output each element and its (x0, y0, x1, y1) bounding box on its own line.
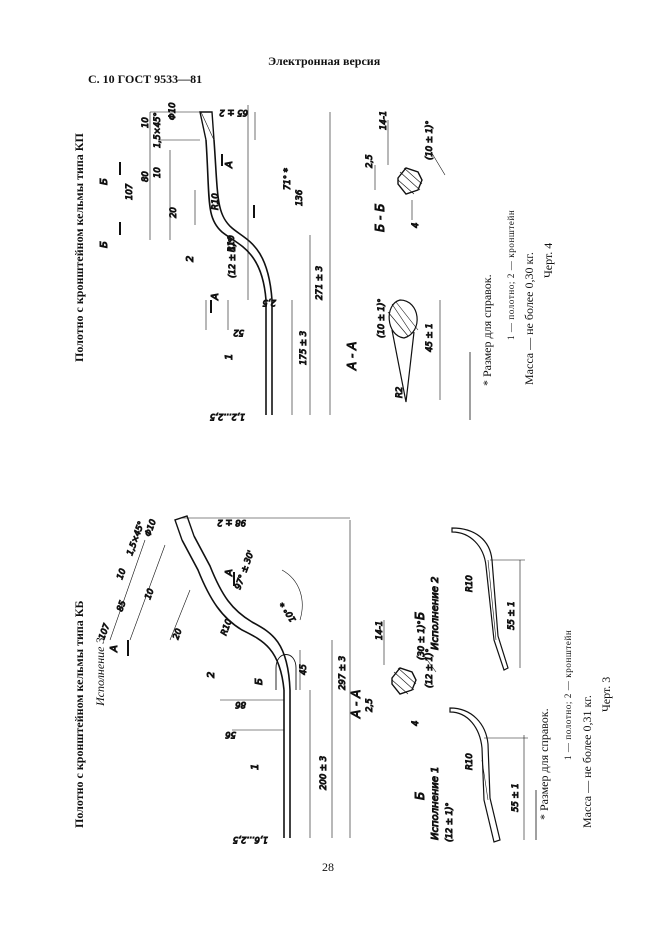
d4-view-b2: Б (99, 241, 110, 248)
d3-section-aa-label: А - А (349, 690, 363, 719)
d4-dim-10-angle: (10 ± 1)° (377, 298, 387, 338)
d3-dim-4: 4 (411, 721, 421, 726)
d4-dim-20: 20 (169, 207, 179, 218)
d4-dim-r2: R2 (395, 387, 405, 398)
d3-variant-2: Исполнение 2 (430, 577, 441, 650)
d3-dim-20: 20 (171, 627, 184, 641)
d4-view-a1: А (224, 161, 235, 169)
d3-dim-10b: 10 (143, 587, 156, 601)
d4-dim-65: 65 ± 2 (219, 107, 248, 117)
d3-dim-55b: 55 ± 1 (511, 783, 521, 812)
d3-view-b: Б (254, 678, 265, 685)
d3-part-1: 1 (250, 764, 261, 770)
d3-dim-r10c: R10 (465, 753, 475, 770)
d3-view-a: А (109, 645, 120, 653)
d4-dim-80: 80 (141, 171, 151, 182)
d3-dim-297: 297 ± 3 (338, 656, 348, 690)
d3-dim-10a: 10 (115, 567, 128, 581)
d4-part-1: 1 (224, 354, 235, 360)
d3-dim-14: 14-1 (375, 621, 385, 640)
d4-dim-r10b: R10 (227, 235, 237, 252)
drawing4-section-aa (387, 299, 441, 403)
d3-dim-2-5: 2,5 (365, 698, 375, 712)
drawing3-variant2 (451, 527, 525, 671)
d4-dim-4: 4 (411, 223, 421, 228)
d3-dim-56: 56 (225, 729, 236, 739)
d4-dim-271: 271 ± 3 (315, 266, 325, 300)
d3-dim-12a: (12 ± 1)° (425, 648, 435, 688)
d4-dim-phi10: Φ10 (168, 102, 178, 120)
d4-section-bb-label: Б - Б (373, 204, 387, 232)
d3-dim-97: 97° ± 30' (233, 549, 256, 591)
d4-dim-175: 175 ± 3 (299, 331, 309, 365)
d4-section-aa-label: А - А (345, 342, 359, 371)
d4-dim-2-5: 2,5 (262, 297, 276, 307)
d3-dim-r10b: R10 (465, 575, 475, 592)
d4-dim-10b: 10 (153, 167, 163, 178)
d4-dim-1-5x45: 1,5×45° (153, 112, 163, 148)
d4-dim-52: 52 (233, 327, 244, 337)
d3-variant-1: Исполнение 1 (430, 767, 441, 840)
electronic-version-label: Электронная версия (268, 54, 381, 68)
d3-dim-30: (30 ± 1)° (417, 620, 427, 660)
d3-dim-45: 45 (299, 664, 309, 675)
d3-dim-107: 107 (97, 622, 112, 641)
d4-dim-71: 71° * (283, 168, 293, 190)
d3-dim-10-angle: 10° * (279, 599, 299, 623)
d3-dim-1-5x45: 1,5×45° (125, 520, 147, 557)
d4-view-a2: А (210, 293, 221, 301)
d3-part-2: 2 (206, 672, 217, 678)
d4-dim-14: 14-1 (379, 111, 389, 130)
d4-dim-45: 45 ± 1 (425, 323, 435, 352)
d3-view-a2: А (224, 569, 235, 577)
d4-view-b1: Б (99, 178, 110, 185)
d4-part-2: 2 (185, 256, 196, 262)
drawing3-main-view (109, 515, 351, 838)
d3-dim-200: 200 ± 3 (319, 756, 329, 790)
drawing3-variant1 (449, 707, 528, 843)
d3-dim-98: 98 ± 2 (217, 517, 246, 527)
d3-section-b2-label: Б (413, 612, 427, 620)
d3-dim-55a: 55 ± 1 (507, 601, 517, 630)
drawing4-section-bb (374, 120, 446, 220)
d3-dim-phi10: Φ10 (143, 518, 158, 538)
d4-dim-r10a: R10 (211, 193, 221, 210)
drawing3-section-aa (383, 620, 437, 695)
d3-dim-r10: R10 (219, 618, 234, 637)
d4-dim-10a: 10 (141, 117, 151, 128)
d4-dim-1-2-2-5: 1,2...2,5 (210, 411, 245, 421)
page-reference: С. 10 ГОСТ 9533—81 (88, 72, 203, 86)
d3-dim-85: 85 (115, 599, 128, 613)
page-number: 28 (322, 860, 334, 874)
d3-dim-1-6: 1,6...2,5 (233, 834, 268, 844)
d4-dim-2-5b: 2,5 (365, 154, 375, 168)
d4-dim-107: 107 (125, 183, 135, 200)
d3-section-b1-label: Б (413, 792, 427, 800)
d4-dim-10b-angle: (10 ± 1)° (425, 120, 435, 160)
d4-dim-136: 136 (295, 189, 305, 206)
d3-dim-12b: (12 ± 1)° (445, 802, 455, 842)
d3-dim-86: 86 (235, 699, 246, 709)
d4-dim-12: (12 ± 1)° (228, 238, 238, 278)
drawing4-main-view (119, 105, 331, 415)
